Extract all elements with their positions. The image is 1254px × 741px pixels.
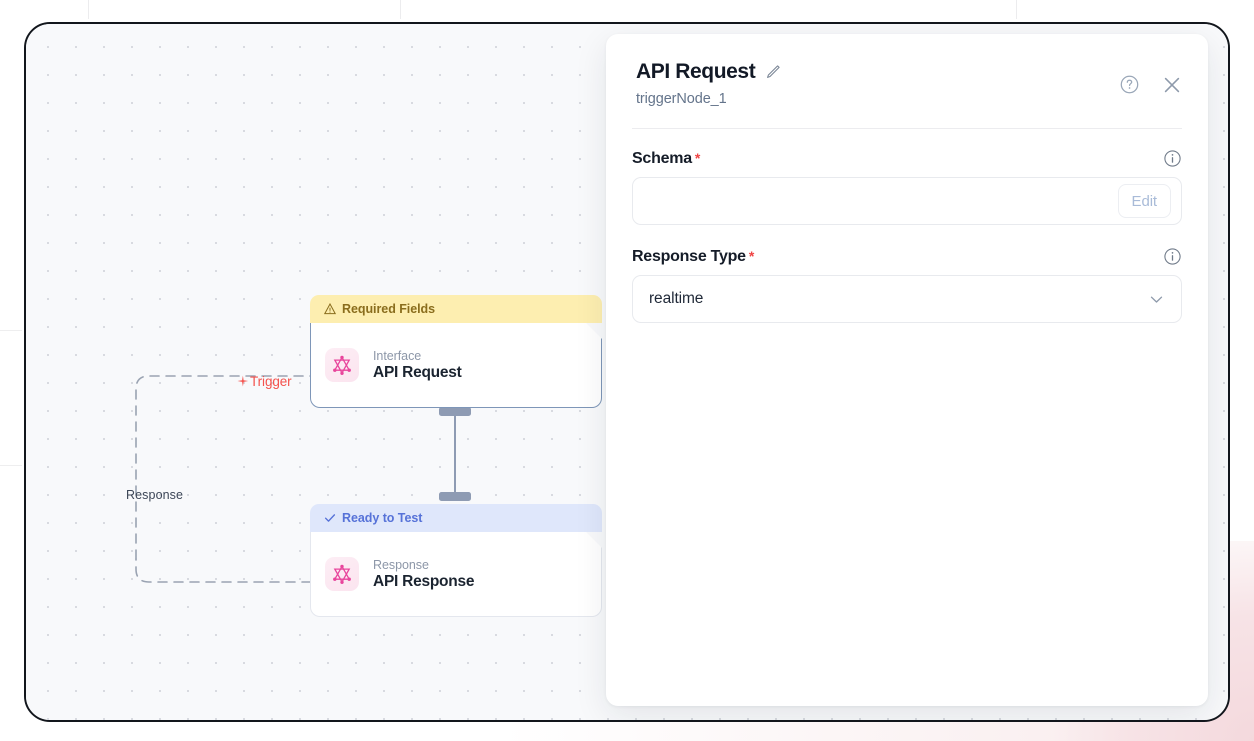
graphql-icon	[325, 348, 359, 382]
schema-input-wrap[interactable]: Edit	[632, 177, 1182, 225]
schema-input[interactable]	[649, 178, 1118, 224]
app-window: Trigger Response Required Fields	[24, 22, 1230, 722]
info-circle-icon[interactable]	[1163, 247, 1182, 266]
warning-triangle-icon	[324, 303, 336, 315]
field-label-group: Response Type*	[632, 248, 754, 266]
graphql-icon	[325, 557, 359, 591]
flow-node-body[interactable]: Response API Response	[310, 532, 602, 617]
browser-tab-separator	[88, 0, 89, 19]
flow-node-api-response[interactable]: Ready to Test	[310, 504, 602, 617]
required-marker: *	[748, 247, 755, 264]
node-status-banner-required-fields: Required Fields	[310, 295, 602, 323]
trigger-edge-label-text: Trigger	[250, 374, 292, 389]
schema-edit-button[interactable]: Edit	[1117, 184, 1171, 218]
trigger-edge-path	[135, 375, 312, 560]
panel-subtitle: triggerNode_1	[636, 91, 727, 107]
browser-tab-separator	[1016, 0, 1017, 19]
question-circle-icon[interactable]	[1119, 74, 1140, 95]
connector-handle-bottom	[439, 492, 471, 501]
chevron-down-icon[interactable]	[1148, 291, 1165, 308]
field-label-group: Schema*	[632, 150, 700, 168]
page-title: API Request	[636, 60, 756, 83]
check-icon	[324, 514, 336, 522]
response-edge-path	[135, 558, 312, 583]
flow-node-api-request[interactable]: Required Fields	[310, 295, 602, 408]
flow-node-text: Response API Response	[373, 558, 474, 591]
panel-body: Schema* Edit	[606, 129, 1208, 323]
response-edge-label: Response	[126, 488, 184, 502]
panel-divider	[632, 128, 1182, 129]
node-status-banner-text: Required Fields	[342, 302, 436, 316]
node-inspector-panel: API Request triggerNode_1	[606, 34, 1208, 706]
edges-layer	[135, 375, 471, 583]
required-marker: *	[694, 149, 701, 166]
panel-header-actions	[1119, 74, 1182, 95]
field-label: Response Type	[632, 247, 746, 265]
field-label-row: Schema*	[632, 149, 1182, 168]
lightning-bolt-icon	[237, 375, 249, 386]
field-label: Schema	[632, 149, 692, 167]
flow-node-kind: Response	[373, 557, 429, 572]
node-status-banner-text: Ready to Test	[342, 511, 423, 525]
connector-handle-top	[439, 407, 471, 416]
panel-title-row: API Request	[636, 60, 1178, 84]
browser-tab-separator	[400, 0, 401, 19]
field-response-type: Response Type* realtime	[632, 247, 1182, 323]
left-edge-rule	[0, 465, 22, 466]
flow-node-title: API Request	[373, 363, 462, 381]
flow-node-text: Interface API Request	[373, 349, 462, 382]
flow-node-title: API Response	[373, 572, 475, 590]
info-circle-icon[interactable]	[1163, 149, 1182, 168]
flow-node-body[interactable]: Interface API Request	[310, 323, 602, 408]
panel-header: API Request triggerNode_1	[606, 34, 1208, 107]
close-icon[interactable]	[1162, 75, 1182, 95]
left-edge-rule	[0, 330, 22, 331]
flow-node-kind: Interface	[373, 348, 422, 363]
response-type-value: realtime	[649, 290, 704, 307]
field-schema: Schema* Edit	[632, 149, 1182, 225]
pencil-icon[interactable]	[765, 64, 781, 80]
response-type-select[interactable]: realtime	[632, 275, 1182, 323]
node-status-banner-ready-to-test: Ready to Test	[310, 504, 602, 532]
trigger-edge-label: Trigger	[236, 374, 292, 389]
field-label-row: Response Type*	[632, 247, 1182, 266]
